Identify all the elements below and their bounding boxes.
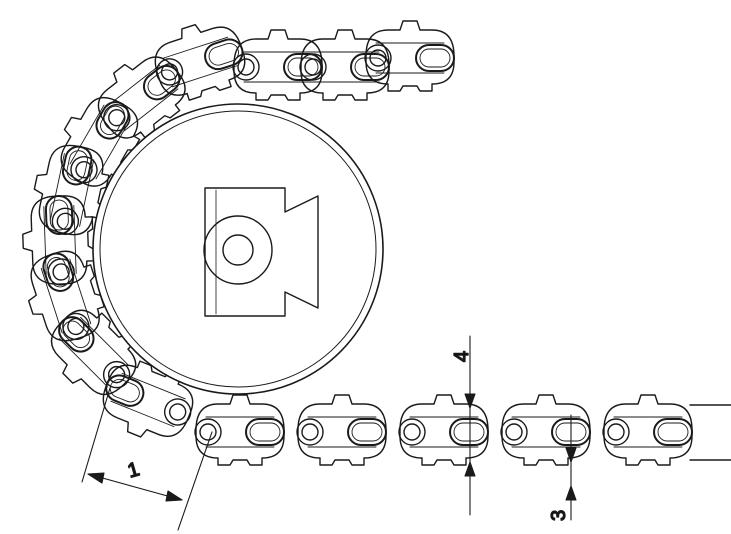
sprocket-wheel (92, 103, 384, 395)
upper-chain-run (232, 20, 455, 101)
dim-label-3: 3 (548, 510, 570, 521)
dim-label-4: 4 (451, 351, 473, 362)
dimension-1 (81, 387, 213, 531)
dimension-4 (464, 335, 476, 516)
lower-chain-run (194, 394, 731, 466)
dim-label-1: 1 (125, 458, 142, 482)
dimension-3 (565, 414, 577, 521)
